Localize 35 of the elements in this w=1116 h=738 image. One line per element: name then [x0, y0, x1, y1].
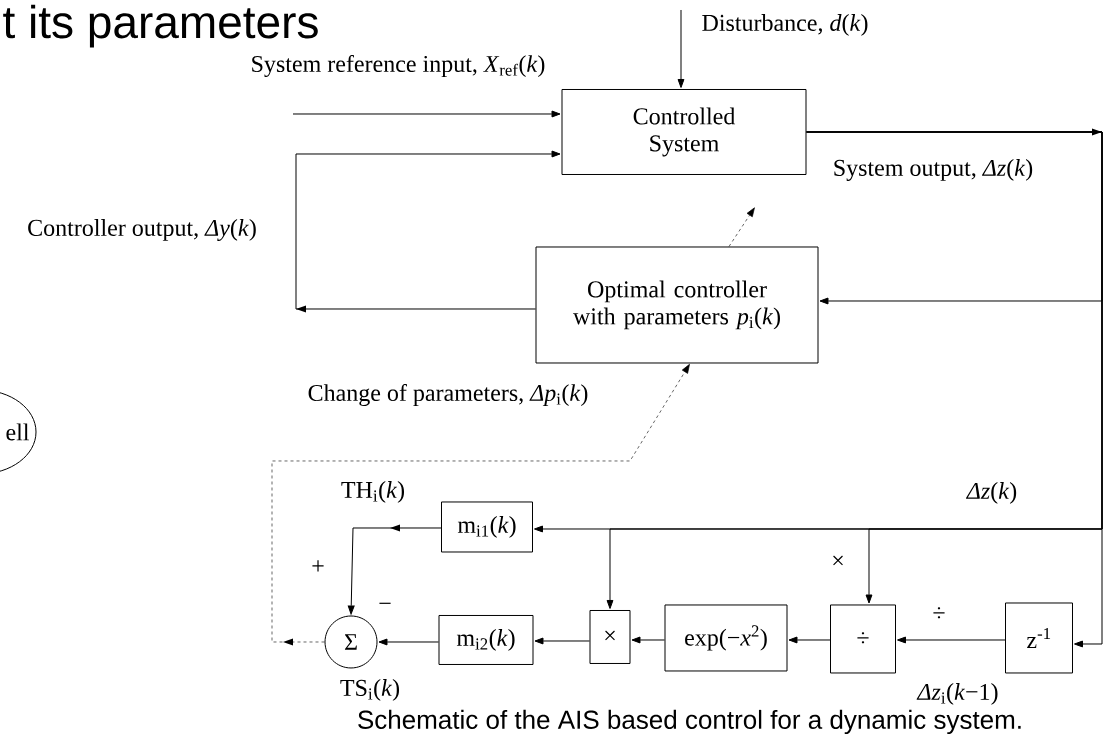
process-box: m$_{i2}$(k)	[438, 615, 534, 665]
edge-label: ×	[830, 554, 846, 570]
caption: Schematic of the AIS based control for a dynamic system.	[358, 709, 1021, 735]
process-box: Controlled System	[561, 89, 807, 175]
edge-label: TH$_{i}$(k)	[339, 480, 407, 504]
process-box: m$_{i1}$(k)	[441, 501, 533, 553]
edge-label: System reference input, X$_{ref}$(k)	[249, 53, 547, 78]
heading: t its parameters	[3, 4, 318, 48]
arrow	[788, 636, 831, 644]
sign-label: +	[312, 560, 324, 572]
dashed-arrow	[728, 207, 755, 247]
arrow	[897, 636, 1006, 644]
summing-junction: Σ	[324, 615, 378, 669]
edge-label: Change of parameters, Δp$_{i}$(k)	[306, 382, 590, 408]
arrow	[631, 636, 665, 644]
signal-label: TS$_{i}$(k)	[340, 679, 400, 701]
process-box: z$^{-1}$	[1005, 602, 1073, 674]
process-box: ×	[589, 610, 631, 664]
edge-label: System output, Δz(k)	[831, 158, 1035, 182]
arrow	[378, 638, 439, 646]
edge-label: ÷	[931, 606, 947, 622]
edge-label: Controller output, Δy(k)	[26, 218, 258, 242]
process-box: Optimal controller with parameters p$_{i}$(k)	[535, 246, 819, 364]
edge-label: Δz(k)	[965, 481, 1019, 505]
arrow	[347, 524, 442, 615]
arrow	[295, 150, 561, 313]
process-box: exp(−x$^{2}$)	[664, 604, 788, 672]
process-box: ÷	[830, 604, 896, 674]
arrow	[292, 110, 561, 118]
arrow	[677, 9, 685, 88]
arrow	[534, 637, 590, 645]
signal-label: Δz$_{i}$(k−1)	[916, 683, 998, 705]
dashed-arrow	[271, 363, 690, 646]
edge-label: Disturbance, d(k)	[700, 13, 870, 37]
sign-label: −	[379, 602, 391, 604]
